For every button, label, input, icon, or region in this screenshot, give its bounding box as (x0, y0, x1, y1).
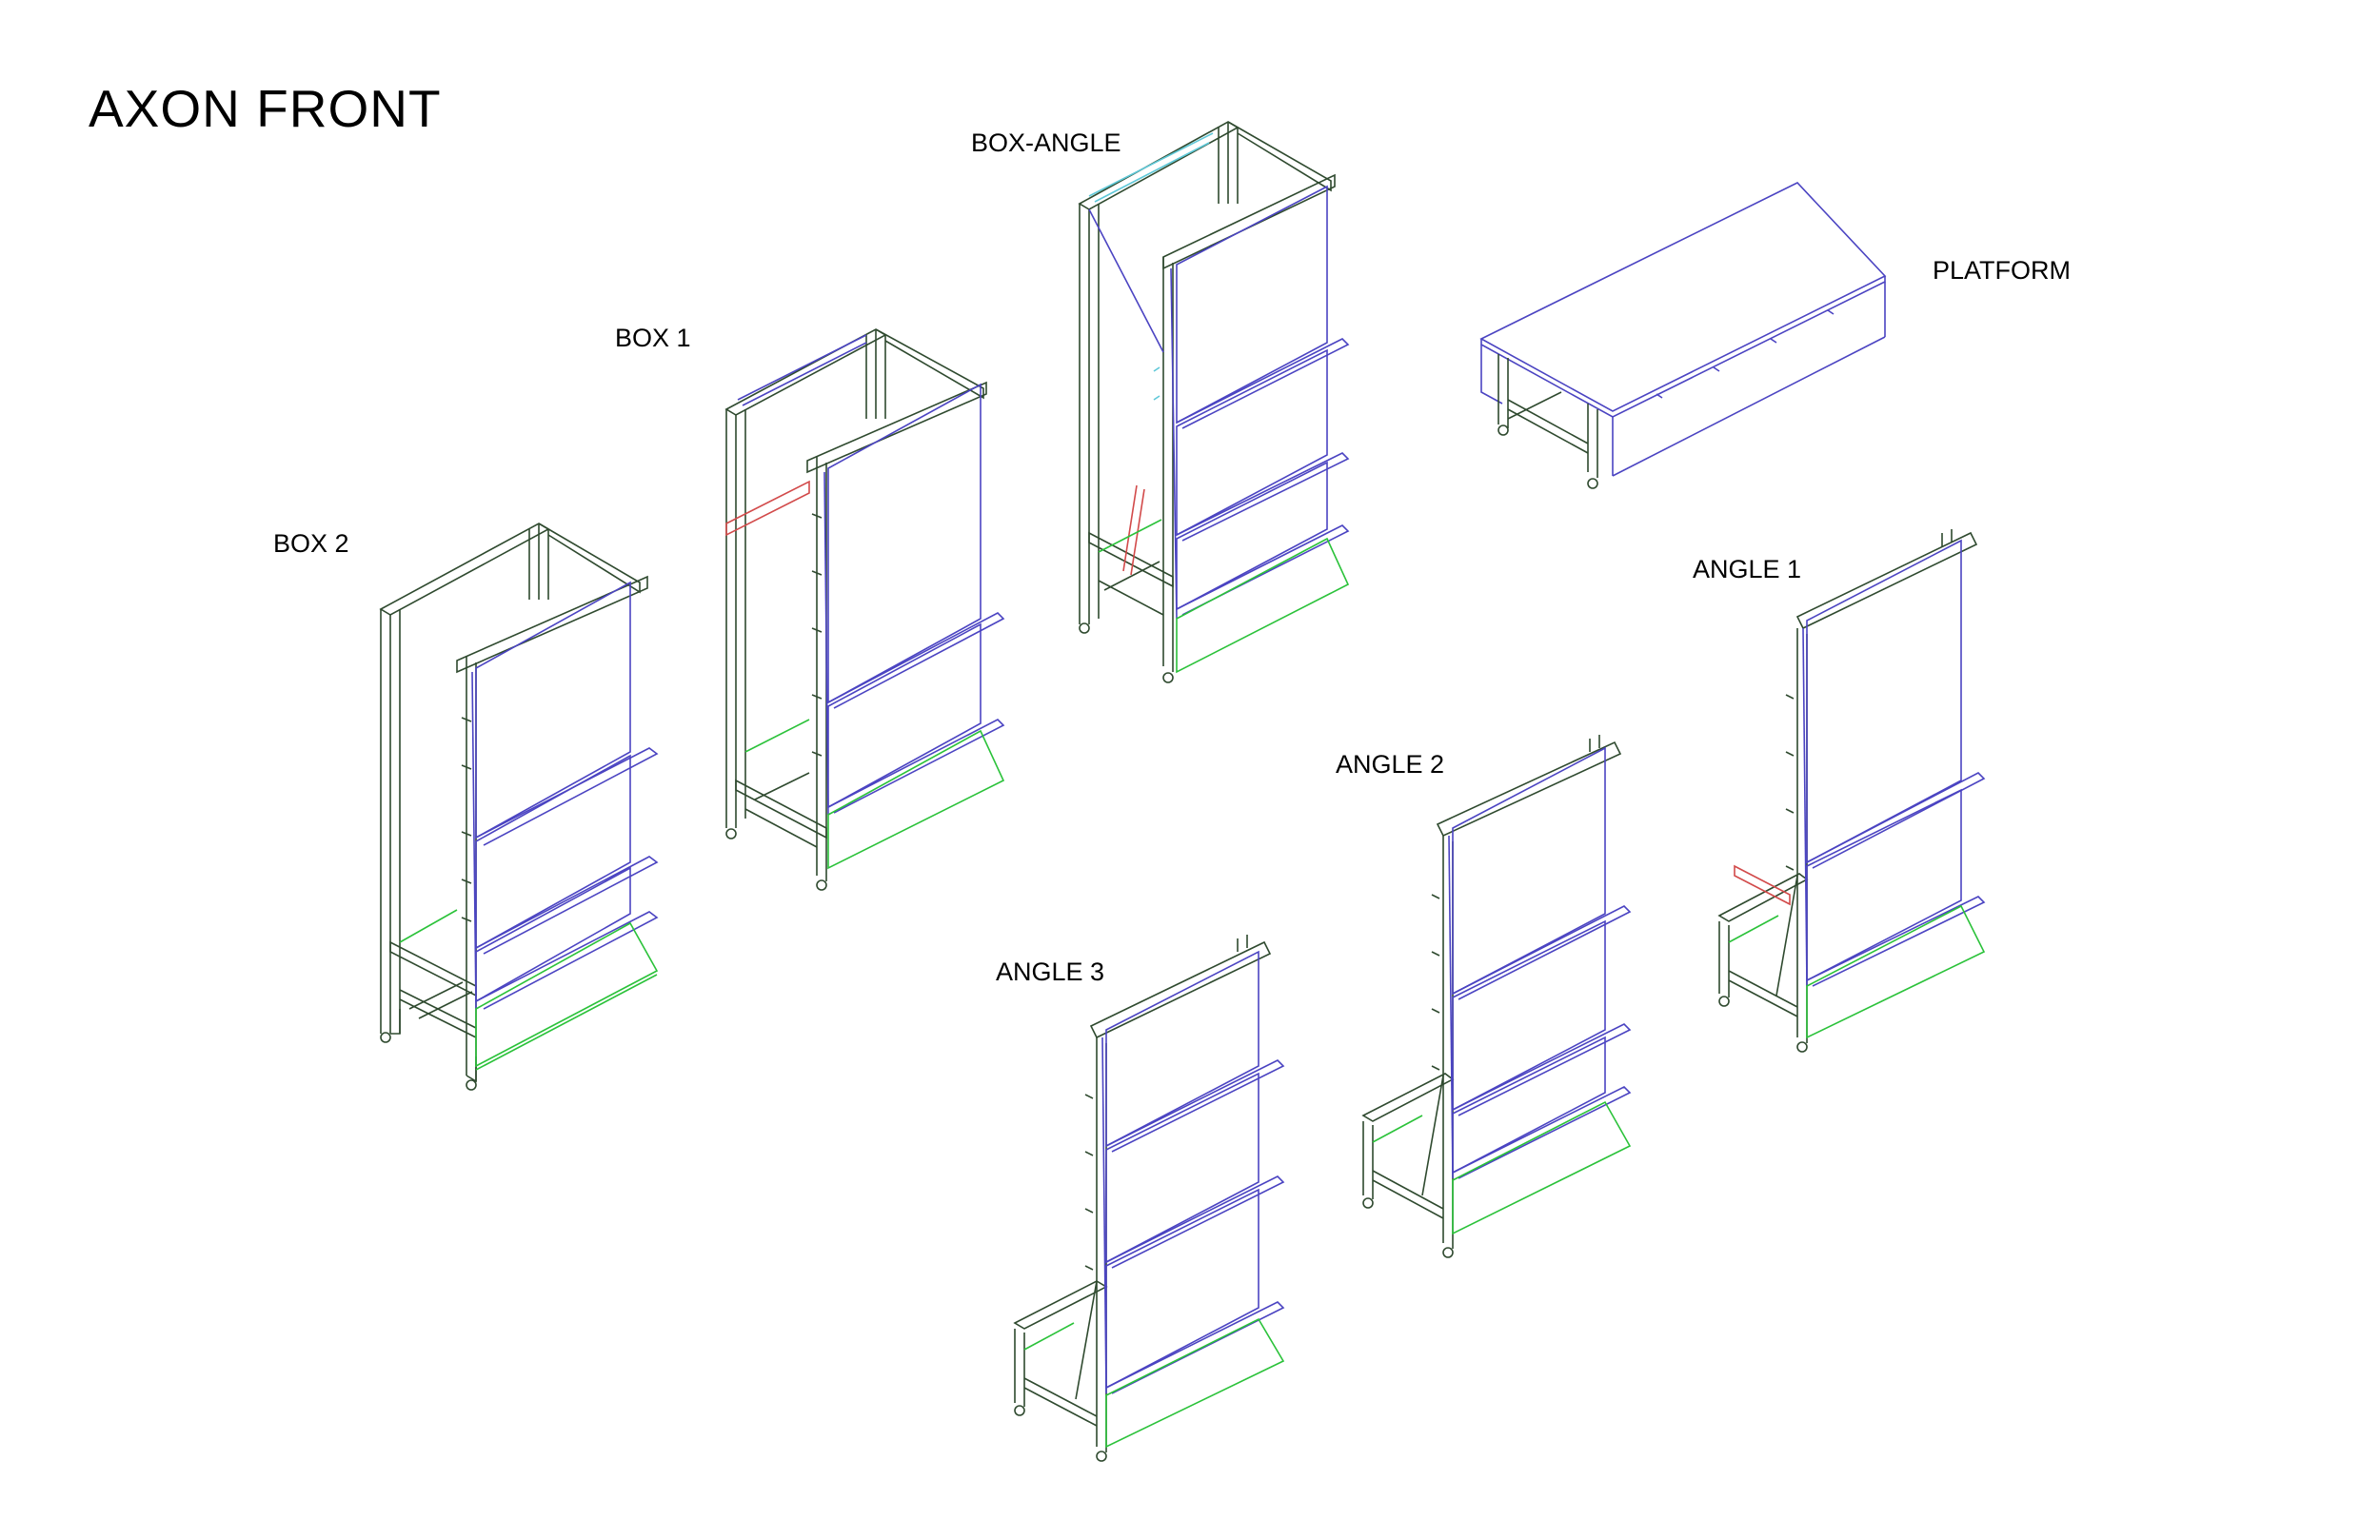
caster-wheel-icon (1497, 424, 1598, 489)
sheet-title: AXON FRONT (89, 79, 442, 138)
unit-angle-3 (1013, 935, 1285, 1462)
label-angle-1: ANGLE 1 (1693, 555, 1802, 583)
label-box-2: BOX 2 (273, 529, 349, 558)
caster-wheel-icon (380, 1032, 477, 1091)
label-angle-2: ANGLE 2 (1336, 750, 1445, 779)
unit-platform (1479, 182, 1887, 489)
label-angle-3: ANGLE 3 (996, 958, 1105, 986)
unit-angle-2 (1361, 735, 1632, 1258)
label-box-1: BOX 1 (615, 324, 691, 352)
unit-angle-1 (1717, 529, 1986, 1053)
label-box-angle: BOX-ANGLE (971, 128, 1121, 157)
caster-wheel-icon (1718, 996, 1808, 1053)
caster-wheel-icon (1014, 1405, 1107, 1462)
caster-wheel-icon (725, 828, 827, 891)
unit-box-angle (1078, 121, 1350, 683)
caster-wheel-icon (1079, 622, 1174, 683)
label-platform: PLATFORM (1933, 256, 2072, 285)
unit-box-1 (724, 328, 1005, 891)
unit-box-2 (379, 523, 659, 1091)
caster-wheel-icon (1362, 1197, 1454, 1258)
